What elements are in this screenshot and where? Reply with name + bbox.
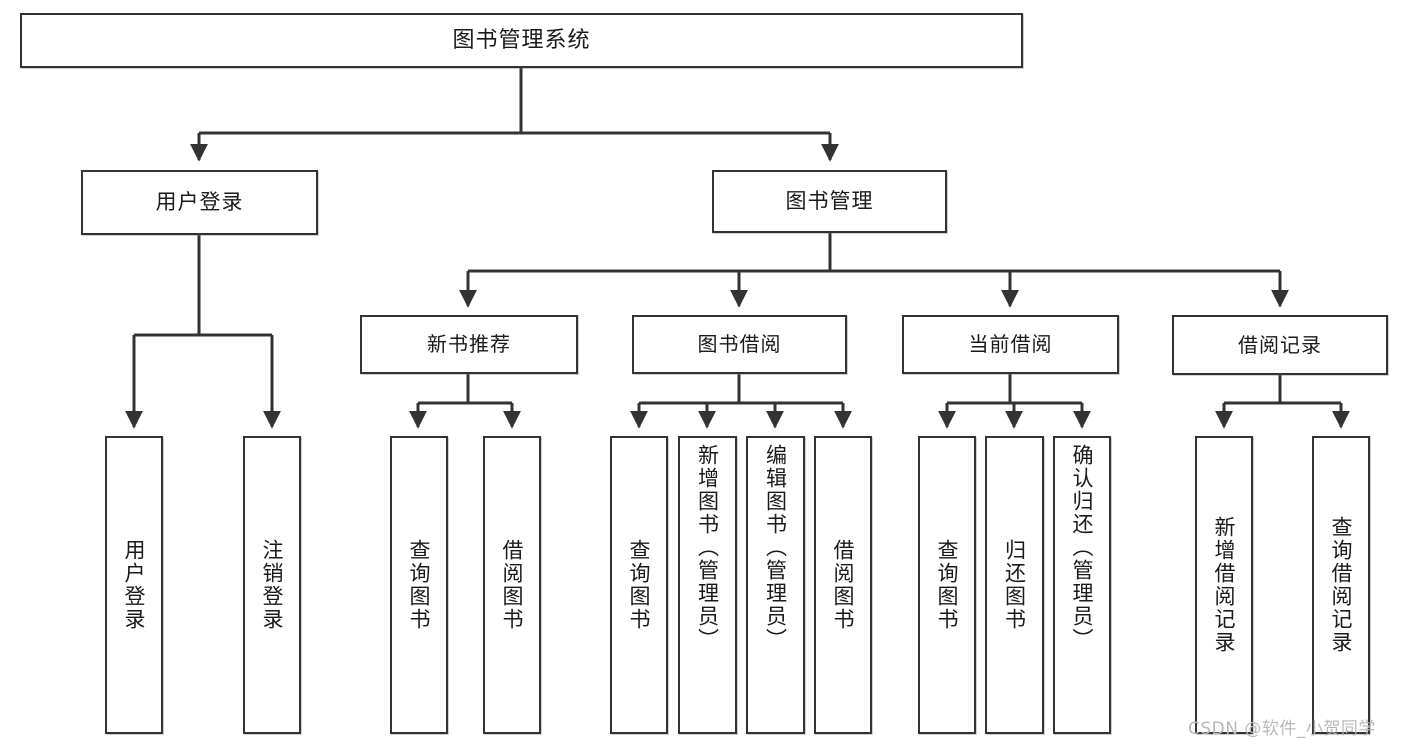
csdn-watermark: CSDN @软件_小贺同学 [1188,719,1376,739]
leaf-return-book-label: 归还图书 [1002,539,1027,631]
leaf-logout-label: 注销登录 [260,539,285,631]
leaf-borrow-book-recommend[interactable]: 借阅图书 [483,436,541,734]
node-new-book-recommend-label: 新书推荐 [427,332,511,356]
node-current-borrow[interactable]: 当前借阅 [902,315,1119,374]
leaf-confirm-return-admin-label: 确认归还（管理员） [1070,444,1095,651]
leaf-add-borrow-record-label: 新增借阅记录 [1212,516,1237,654]
node-current-borrow-label: 当前借阅 [968,332,1053,356]
leaf-query-book-borrow-label: 查询图书 [627,539,652,631]
node-book-management[interactable]: 图书管理 [712,170,947,233]
leaf-add-book-admin-label: 新增图书（管理员） [695,444,720,651]
node-borrow-records[interactable]: 借阅记录 [1172,315,1388,375]
leaf-query-book-recommend-label: 查询图书 [407,539,432,631]
leaf-query-book-current-label: 查询图书 [935,539,960,631]
leaf-add-borrow-record[interactable]: 新增借阅记录 [1195,436,1253,734]
leaf-borrow-book[interactable]: 借阅图书 [814,436,872,734]
leaf-query-book-recommend[interactable]: 查询图书 [390,436,448,734]
node-root[interactable]: 图书管理系统 [20,13,1023,68]
node-book-borrow-label: 图书借阅 [697,332,782,356]
leaf-borrow-book-label: 借阅图书 [831,539,856,631]
leaf-return-book[interactable]: 归还图书 [985,436,1044,734]
leaf-add-book-admin[interactable]: 新增图书（管理员） [678,436,737,734]
leaf-query-book-current[interactable]: 查询图书 [918,436,976,734]
leaf-edit-book-admin-label: 编辑图书（管理员） [763,444,788,651]
leaf-confirm-return-admin[interactable]: 确认归还（管理员） [1053,436,1111,734]
leaf-query-book-borrow[interactable]: 查询图书 [610,436,668,734]
node-borrow-records-label: 借阅记录 [1238,332,1322,357]
node-book-management-label: 图书管理 [785,189,874,214]
node-new-book-recommend[interactable]: 新书推荐 [360,315,578,374]
leaf-user-login[interactable]: 用户登录 [105,436,163,734]
node-user-login-label: 用户登录 [155,190,244,215]
node-user-login[interactable]: 用户登录 [81,170,318,235]
leaf-query-borrow-record[interactable]: 查询借阅记录 [1312,436,1370,734]
node-book-borrow[interactable]: 图书借阅 [632,315,847,374]
leaf-borrow-book-recommend-label: 借阅图书 [500,539,525,631]
leaf-query-borrow-record-label: 查询借阅记录 [1329,516,1354,654]
leaf-edit-book-admin[interactable]: 编辑图书（管理员） [746,436,805,734]
leaf-user-login-label: 用户登录 [122,539,147,631]
node-root-label: 图书管理系统 [452,27,591,53]
leaf-logout[interactable]: 注销登录 [243,436,301,734]
